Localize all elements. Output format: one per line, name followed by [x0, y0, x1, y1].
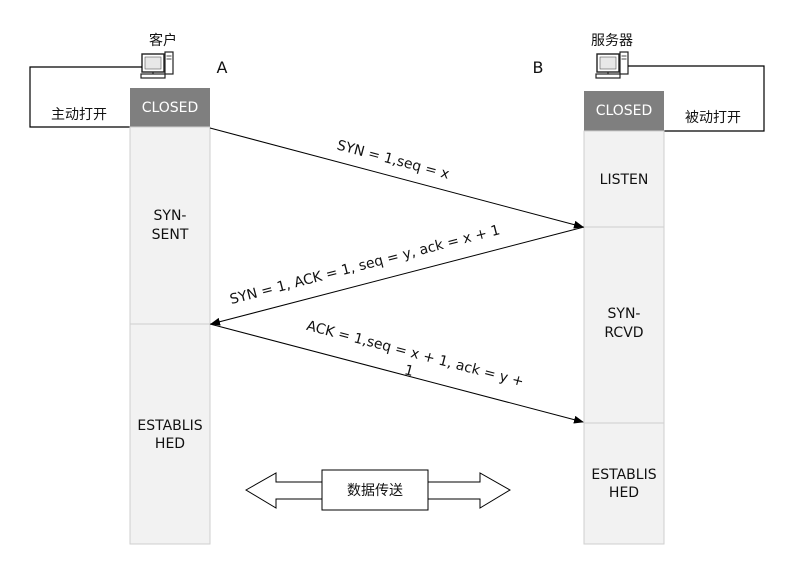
client-closed-label: CLOSED [142, 100, 199, 116]
server-state-established [583, 422, 665, 545]
client-computer-icon [140, 51, 174, 79]
server-syn-rcvd-line1: SYN- [608, 306, 641, 322]
server-open-label: 被动打开 [685, 109, 741, 126]
syn-ack-message-label: SYN = 1, ACK = 1, seq = y, ack = x + 1 [228, 222, 502, 308]
server-state-listen [583, 130, 665, 228]
syn-arrow [209, 127, 584, 229]
syn-ack-arrow [210, 226, 585, 326]
client-state-established [129, 323, 211, 545]
client-syn-sent-line2: SENT [152, 227, 189, 243]
server-established-line1: ESTABLIS [591, 467, 656, 483]
ack-arrow [209, 323, 584, 424]
client-state-closed [130, 88, 210, 127]
client-syn-sent-line1: SYN- [154, 208, 187, 224]
transfer-box [321, 469, 429, 511]
server-open-bracket [628, 65, 765, 132]
client-open-label: 主动打开 [51, 106, 107, 123]
transfer-left-arrow [245, 472, 323, 509]
server-computer-icon [595, 51, 629, 79]
transfer-label: 数据传送 [347, 483, 403, 499]
syn-message-label: SYN = 1,seq = x [335, 138, 451, 183]
server-closed-label: CLOSED [596, 103, 653, 119]
server-syn-rcvd-line2: RCVD [604, 325, 643, 341]
transfer-right-arrow [427, 472, 511, 509]
server-state-syn-rcvd [583, 226, 665, 424]
client-established-line1: ESTABLIS [137, 418, 202, 434]
server-listen-label: LISTEN [600, 172, 649, 188]
server-title: 服务器 [591, 33, 633, 49]
server-state-closed [584, 91, 664, 131]
server-established-line2: HED [609, 485, 639, 501]
ack-message-label-line2: 1 [403, 362, 416, 380]
client-open-bracket [29, 66, 142, 128]
ack-message-label-line1: ACK = 1,seq = x + 1, ack = y + [305, 318, 526, 390]
client-title: 客户 [149, 32, 177, 49]
server-letter: B [533, 58, 544, 77]
client-state-syn-sent [129, 126, 211, 325]
client-established-line2: HED [155, 436, 185, 452]
client-letter: A [217, 58, 228, 77]
